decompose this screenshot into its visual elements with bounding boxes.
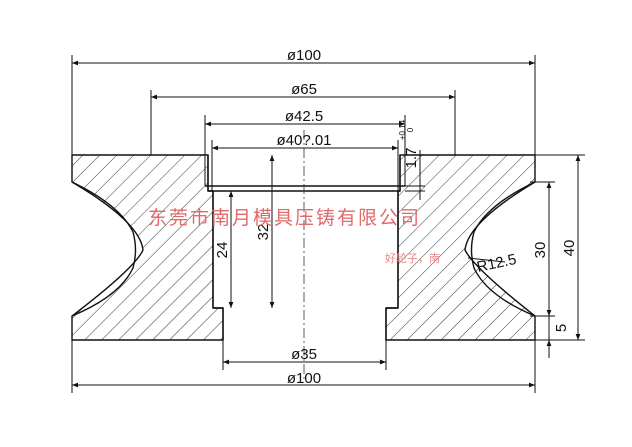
dim-text-outer-bottom: ø100 bbox=[287, 370, 321, 387]
dim-text-step: 1.7 bbox=[403, 148, 420, 169]
dim-text-outer-top: ø100 bbox=[287, 47, 321, 64]
dim-text-flange: ø65 bbox=[291, 81, 317, 98]
dim-text-bottom-offset: 5 bbox=[553, 324, 570, 332]
dim-text-bore: ø40?.01 bbox=[276, 132, 331, 149]
right-groove-profile bbox=[470, 181, 536, 317]
dim-text-step-tol-upper: +0.14 bbox=[398, 119, 407, 140]
watermark-company: 东莞市南月模具压铸有限公司 bbox=[148, 207, 421, 229]
section-body bbox=[71, 154, 536, 341]
dim-text-groove: 30 bbox=[532, 242, 549, 259]
watermark-tagline: 好轮子，南 bbox=[385, 251, 440, 265]
radius-leader bbox=[467, 257, 506, 263]
left-groove-profile bbox=[71, 181, 137, 317]
dim-text-counterbore: ø42.5 bbox=[285, 108, 323, 125]
dim-text-bore-depth: 24 bbox=[214, 242, 231, 259]
dim-text-bottom-bore: ø35 bbox=[291, 346, 317, 363]
dim-text-step-tol-lower: 0 bbox=[406, 127, 415, 132]
dim-text-total-height: 40 bbox=[561, 240, 578, 257]
dim-text-radius: R12.5 bbox=[475, 251, 518, 276]
dim-text-inner-height: 32 bbox=[255, 224, 272, 241]
